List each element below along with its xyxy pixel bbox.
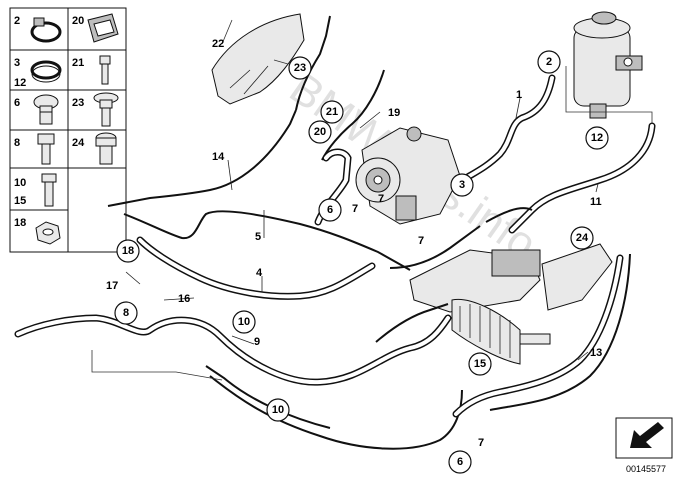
grid-label-10: 10 [14, 177, 26, 189]
svg-text:15: 15 [474, 358, 486, 370]
callout-15: 15 [468, 352, 492, 376]
clip-icon [87, 13, 119, 43]
callout-6-upper: 6 [318, 198, 342, 222]
leader-lines [91, 19, 653, 381]
grid-label-18: 18 [14, 217, 26, 229]
label-14: 14 [212, 151, 225, 163]
callout-10-lower: 10 [266, 398, 290, 422]
label-7-c: 7 [418, 235, 424, 247]
grid-label-23: 23 [72, 97, 84, 109]
label-7-a: 7 [352, 203, 358, 215]
svg-text:23: 23 [294, 62, 306, 74]
hex-nut-icon [35, 221, 61, 245]
grid-label-3: 3 [14, 57, 20, 69]
banjo-bolt-icon [33, 94, 59, 125]
flange-bolt-icon [93, 92, 119, 127]
svg-text:3: 3 [459, 179, 465, 191]
callout-24: 24 [570, 226, 594, 250]
grid-label-20: 20 [72, 15, 84, 27]
heat-shield [211, 13, 305, 105]
callout-3: 3 [450, 173, 474, 197]
small-bolt-icon [99, 55, 111, 85]
grid-label-24: 24 [72, 137, 85, 149]
circled-labels: 23 21 20 2 12 3 6 18 [114, 50, 609, 474]
grid-label-6: 6 [14, 97, 20, 109]
plain-labels: 22 1 19 14 5 4 17 16 9 11 13 7 7 7 7 [106, 38, 602, 449]
torx-bolt-icon [95, 132, 117, 165]
callout-2: 2 [537, 50, 561, 74]
callout-20: 20 [308, 120, 332, 144]
label-4: 4 [256, 267, 263, 279]
svg-text:24: 24 [576, 232, 589, 244]
svg-text:10: 10 [238, 316, 250, 328]
label-16: 16 [178, 293, 190, 305]
bracket-24 [541, 243, 613, 311]
callout-21: 21 [320, 100, 344, 124]
label-17: 17 [106, 280, 118, 292]
svg-text:2: 2 [546, 56, 552, 68]
svg-text:20: 20 [314, 126, 326, 138]
callout-12: 12 [585, 126, 609, 150]
label-7-d: 7 [478, 437, 484, 449]
svg-text:12: 12 [591, 132, 603, 144]
steering-rack [409, 249, 551, 365]
callout-10-upper: 10 [232, 310, 256, 334]
callout-6-lower: 6 [448, 450, 472, 474]
svg-text:6: 6 [457, 456, 463, 468]
grid-label-2: 2 [14, 15, 20, 27]
flow-arrow-box [615, 417, 673, 459]
callout-23: 23 [288, 56, 312, 80]
label-11: 11 [590, 196, 602, 208]
svg-text:10: 10 [272, 404, 284, 416]
grid-label-21: 21 [72, 57, 84, 69]
svg-text:21: 21 [326, 106, 338, 118]
hose-clamp-icon [30, 17, 62, 43]
label-19: 19 [388, 107, 400, 119]
parts-grid: 2 20 3 12 21 6 23 [9, 7, 127, 253]
svg-text:18: 18 [122, 245, 134, 257]
grid-label-12: 12 [14, 77, 26, 89]
label-5: 5 [255, 231, 261, 243]
hex-bolt-icon [37, 133, 55, 165]
label-7-b: 7 [378, 193, 384, 205]
steering-pump [355, 126, 461, 225]
grid-label-8: 8 [14, 137, 20, 149]
direction-arrow-icon [630, 422, 664, 448]
callout-18: 18 [116, 239, 140, 263]
label-9: 9 [254, 336, 260, 348]
hose-lines [14, 15, 656, 450]
svg-text:8: 8 [123, 307, 129, 319]
callout-8: 8 [114, 301, 138, 325]
fluid-reservoir [573, 11, 643, 119]
long-bolt-icon [41, 173, 57, 207]
label-22: 22 [212, 38, 224, 50]
grid-label-15: 15 [14, 195, 26, 207]
diagram-code: 00145577 [626, 464, 666, 474]
label-13: 13 [590, 347, 602, 359]
svg-text:6: 6 [327, 204, 333, 216]
ring-clamp-icon [30, 60, 62, 83]
label-1: 1 [516, 89, 522, 101]
